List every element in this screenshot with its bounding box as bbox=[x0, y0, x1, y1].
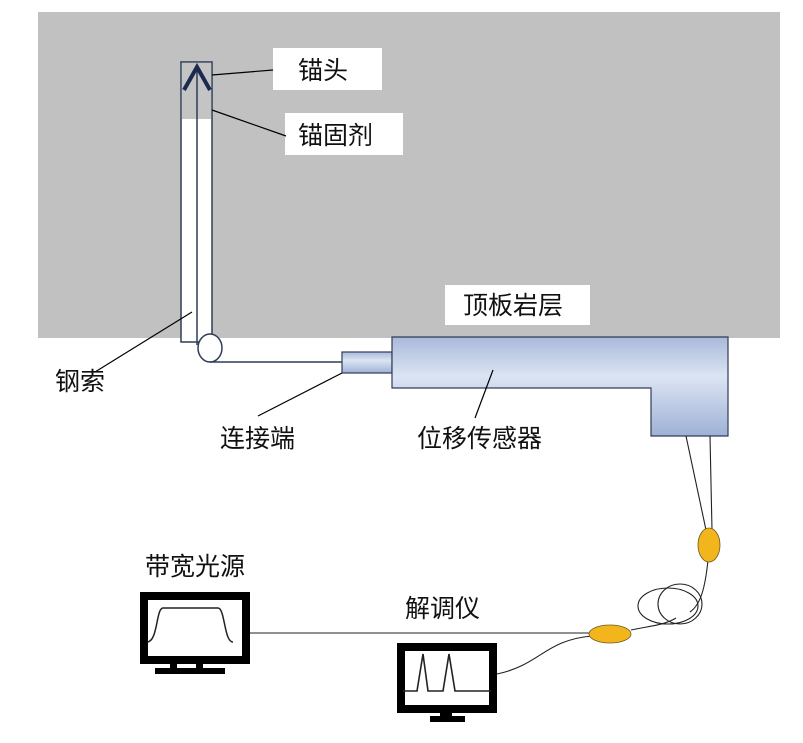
broadband-source-monitor bbox=[140, 592, 250, 674]
steel-cable-label: 钢索 bbox=[55, 367, 105, 396]
anchor-head-label: 锚头 bbox=[298, 56, 348, 85]
flat-spectrum-icon bbox=[146, 607, 234, 643]
demodulator-label: 解调仪 bbox=[405, 594, 480, 623]
roof-rock-label: 顶板岩层 bbox=[463, 291, 563, 320]
displacement-sensor-label: 位移传感器 bbox=[417, 424, 542, 453]
broadband-source-label: 带宽光源 bbox=[145, 552, 245, 581]
optical-fiber bbox=[250, 435, 713, 675]
reflection-peaks-icon bbox=[403, 653, 491, 692]
arrow-up-icon bbox=[182, 62, 212, 91]
connector-label: 连接端 bbox=[220, 424, 295, 453]
anchoring-agent-label: 锚固剂 bbox=[298, 121, 373, 150]
demodulator-monitor bbox=[397, 643, 497, 722]
roof-rock-layer bbox=[38, 12, 780, 338]
fiber-grating-coupler bbox=[697, 527, 721, 563]
fiber-coupler bbox=[588, 624, 632, 644]
anchor-bolt bbox=[180, 61, 213, 345]
connector bbox=[341, 351, 393, 374]
pulley bbox=[197, 333, 223, 363]
displacement-sensor bbox=[391, 336, 729, 437]
